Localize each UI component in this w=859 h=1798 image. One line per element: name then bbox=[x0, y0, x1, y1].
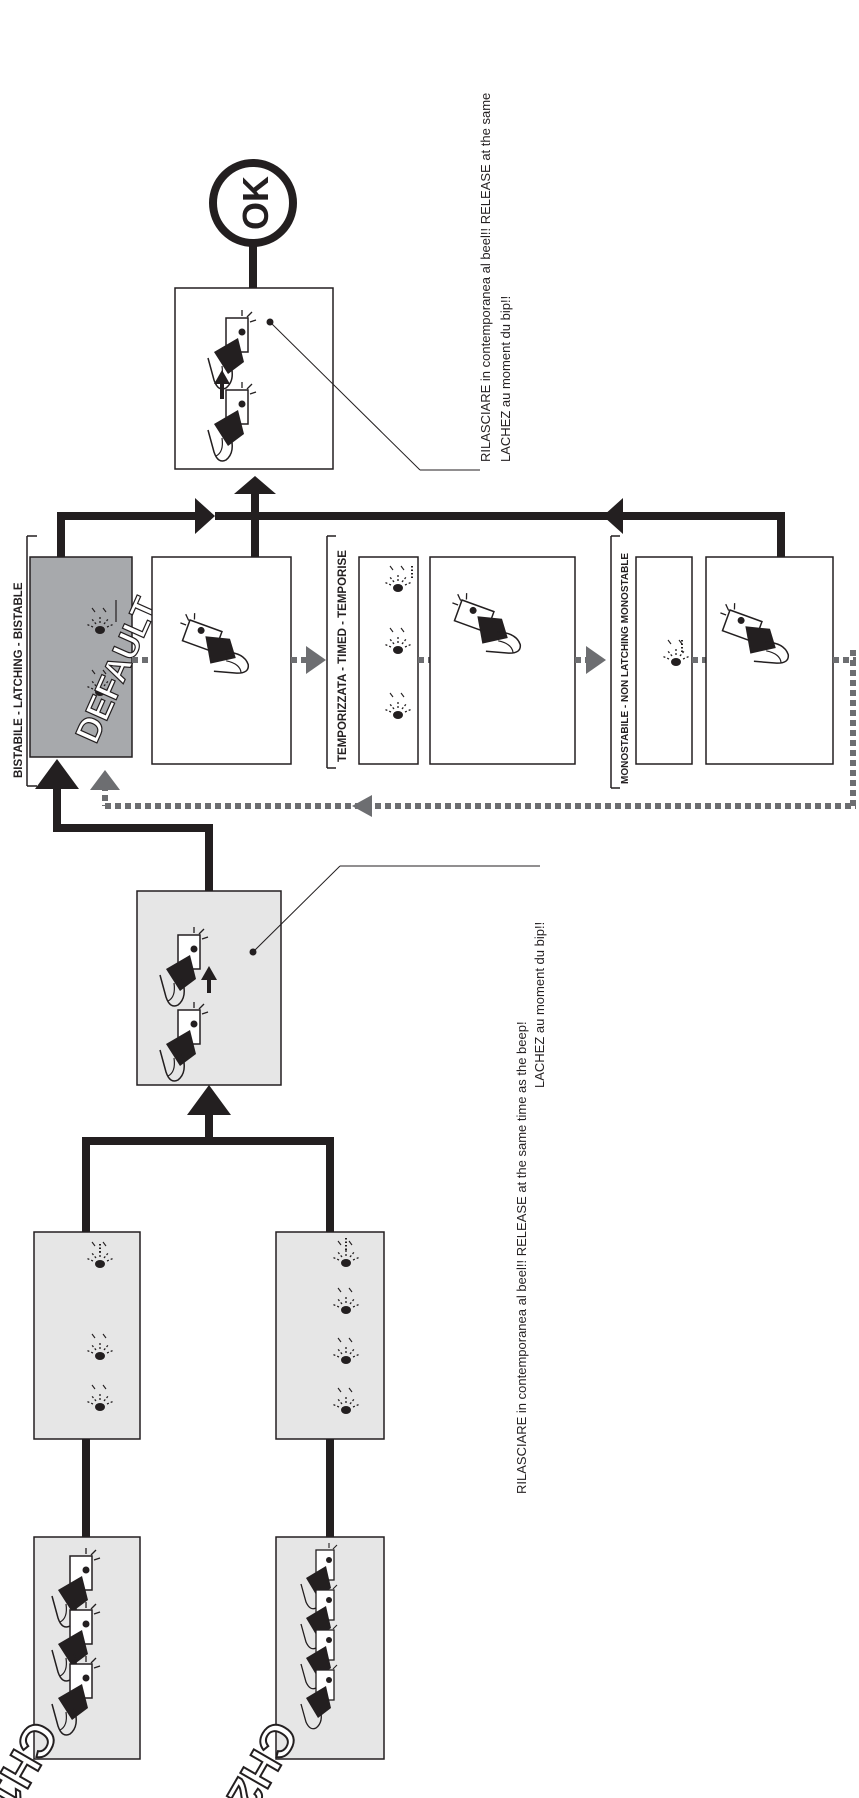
merge-connector bbox=[82, 1085, 334, 1232]
ok-connector bbox=[249, 246, 257, 288]
timed-bracket: TEMPORIZZATA - TIMED - TEMPORISE bbox=[326, 535, 349, 769]
ch1-beep-panel bbox=[33, 1231, 141, 1440]
monostable-bracket: MONOSTABILE - NON LATCHING MONOSTABLE bbox=[610, 535, 631, 789]
release-to-default-connector bbox=[35, 759, 213, 891]
release-note-line2: LACHEZ au moment du bip!! bbox=[532, 922, 547, 1088]
timed-press-panel bbox=[429, 556, 576, 765]
ok-badge: OK bbox=[209, 159, 297, 247]
monostable-beep-panel bbox=[635, 556, 693, 765]
timed-beep-panel bbox=[358, 556, 419, 765]
final-note-line1: RILASCIARE in contemporanea al beel!! RE… bbox=[478, 93, 493, 462]
ch2-press-panel bbox=[275, 1536, 385, 1760]
arrow-right-icon bbox=[586, 646, 606, 674]
release-panel bbox=[136, 890, 282, 1086]
ok-label: OK bbox=[235, 176, 276, 230]
ch2-connector bbox=[326, 1439, 334, 1537]
arrow-left-icon bbox=[352, 795, 372, 817]
final-note-leader bbox=[269, 321, 421, 471]
release-note-line1: RILASCIARE in contemporanea al beel!! RE… bbox=[514, 1021, 529, 1494]
mode-timed-label: TEMPORIZZATA - TIMED - TEMPORISE bbox=[337, 550, 349, 762]
release-note-leader bbox=[252, 865, 341, 953]
final-release-panel bbox=[174, 287, 334, 470]
arrow-up-icon bbox=[201, 966, 217, 980]
mode-bistable-label: BISTABILE - LATCHING - BISTABLE bbox=[13, 582, 25, 778]
ch1-press-panel bbox=[33, 1536, 141, 1760]
arrow-right-icon bbox=[306, 646, 326, 674]
arrow-up-icon bbox=[214, 370, 230, 384]
mode-monostable-label: MONOSTABILE - NON LATCHING MONOSTABLE bbox=[620, 553, 631, 784]
arrow-up-icon bbox=[90, 770, 120, 790]
return-dashed-path bbox=[90, 650, 856, 817]
final-note-line2: LACHEZ au moment du bip!! bbox=[498, 296, 513, 462]
ch1-connector bbox=[82, 1439, 90, 1537]
ch2-beep-panel bbox=[275, 1231, 385, 1440]
monostable-press-panel bbox=[705, 556, 834, 765]
bistable-bracket: BISTABILE - LATCHING - BISTABLE bbox=[13, 535, 37, 787]
top-bus-connector bbox=[57, 476, 785, 557]
bistable-press-panel bbox=[151, 556, 292, 765]
